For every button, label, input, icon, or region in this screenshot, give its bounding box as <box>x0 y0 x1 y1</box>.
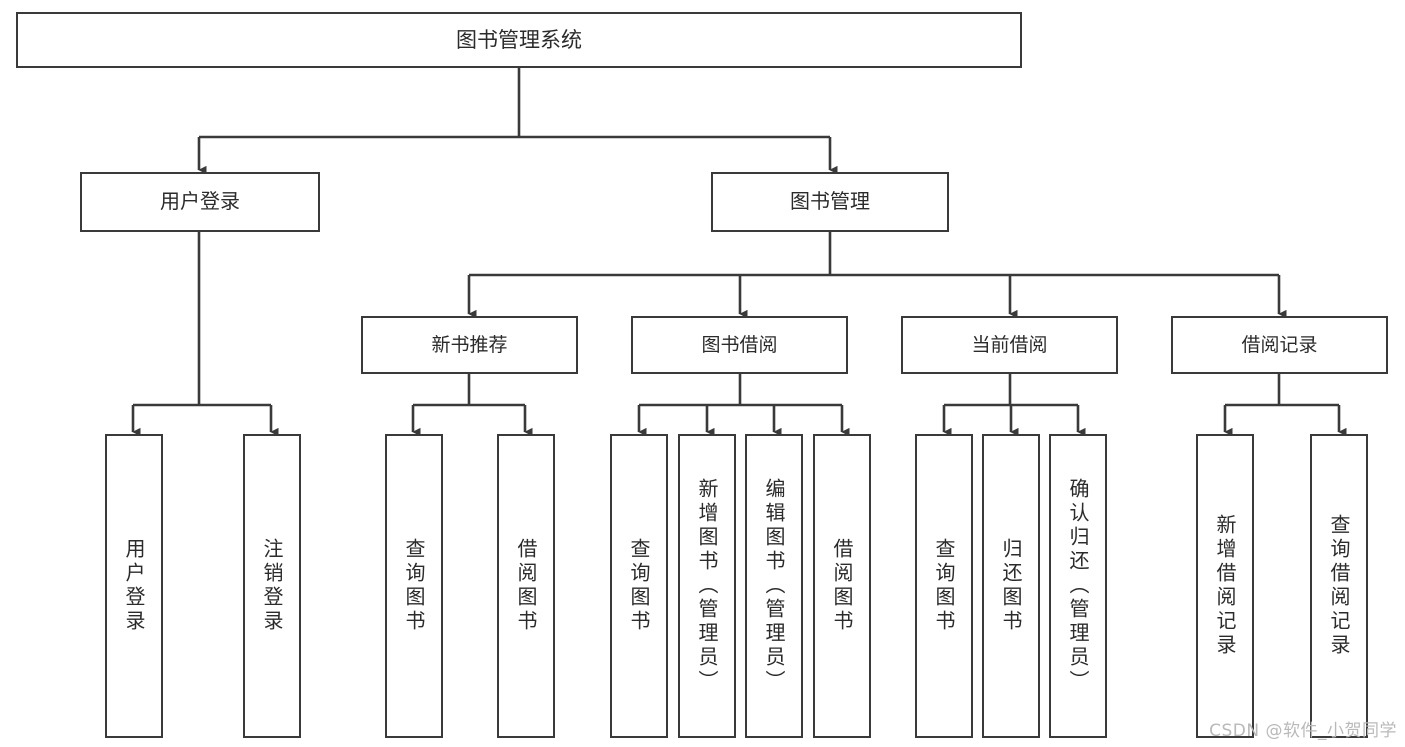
node-book-management-label: 图书管理 <box>790 189 870 214</box>
leaf-user-login-login[interactable]: 用户登录 <box>105 434 163 738</box>
leaf-label: 新增借阅记录 <box>1213 514 1237 658</box>
leaf-record-add-record[interactable]: 新增借阅记录 <box>1196 434 1254 738</box>
node-current-borrow[interactable]: 当前借阅 <box>901 316 1118 374</box>
leaf-borrow-query-book[interactable]: 查询图书 <box>610 434 668 738</box>
leaf-borrow-edit-book-admin[interactable]: 编辑图书（管理员） <box>745 434 803 738</box>
leaf-recommend-query-book[interactable]: 查询图书 <box>385 434 443 738</box>
node-user-login[interactable]: 用户登录 <box>80 172 320 232</box>
leaf-label: 注销登录 <box>260 538 284 634</box>
leaf-borrow-borrow-book[interactable]: 借阅图书 <box>813 434 871 738</box>
leaf-label: 借阅图书 <box>514 538 538 634</box>
leaf-label: 新增图书（管理员） <box>695 478 719 694</box>
leaf-user-login-logout[interactable]: 注销登录 <box>243 434 301 738</box>
leaf-label: 借阅图书 <box>830 538 854 634</box>
node-new-book-recommend-label: 新书推荐 <box>431 333 508 356</box>
leaf-label: 用户登录 <box>122 538 146 634</box>
leaf-label: 查询图书 <box>932 538 956 634</box>
node-book-borrow[interactable]: 图书借阅 <box>631 316 848 374</box>
leaf-label: 查询借阅记录 <box>1327 514 1351 658</box>
node-book-borrow-label: 图书借阅 <box>701 333 778 356</box>
leaf-recommend-borrow-book[interactable]: 借阅图书 <box>497 434 555 738</box>
watermark: CSDN @软件_小贺同学 <box>1209 721 1397 741</box>
node-book-management[interactable]: 图书管理 <box>711 172 949 232</box>
leaf-label: 查询图书 <box>402 538 426 634</box>
leaf-borrow-add-book-admin[interactable]: 新增图书（管理员） <box>678 434 736 738</box>
node-borrow-record[interactable]: 借阅记录 <box>1171 316 1388 374</box>
node-borrow-record-label: 借阅记录 <box>1241 333 1318 356</box>
leaf-label: 编辑图书（管理员） <box>762 478 786 694</box>
leaf-current-confirm-return-admin[interactable]: 确认归还（管理员） <box>1049 434 1107 738</box>
leaf-label: 归还图书 <box>999 538 1023 634</box>
leaf-current-return-book[interactable]: 归还图书 <box>982 434 1040 738</box>
node-root-label: 图书管理系统 <box>456 27 582 52</box>
leaf-label: 确认归还（管理员） <box>1066 478 1090 694</box>
leaf-label: 查询图书 <box>627 538 651 634</box>
leaf-record-query-record[interactable]: 查询借阅记录 <box>1310 434 1368 738</box>
node-user-login-label: 用户登录 <box>160 189 240 214</box>
leaf-current-query-book[interactable]: 查询图书 <box>915 434 973 738</box>
node-root[interactable]: 图书管理系统 <box>16 12 1022 68</box>
node-new-book-recommend[interactable]: 新书推荐 <box>361 316 578 374</box>
node-current-borrow-label: 当前借阅 <box>971 333 1048 356</box>
